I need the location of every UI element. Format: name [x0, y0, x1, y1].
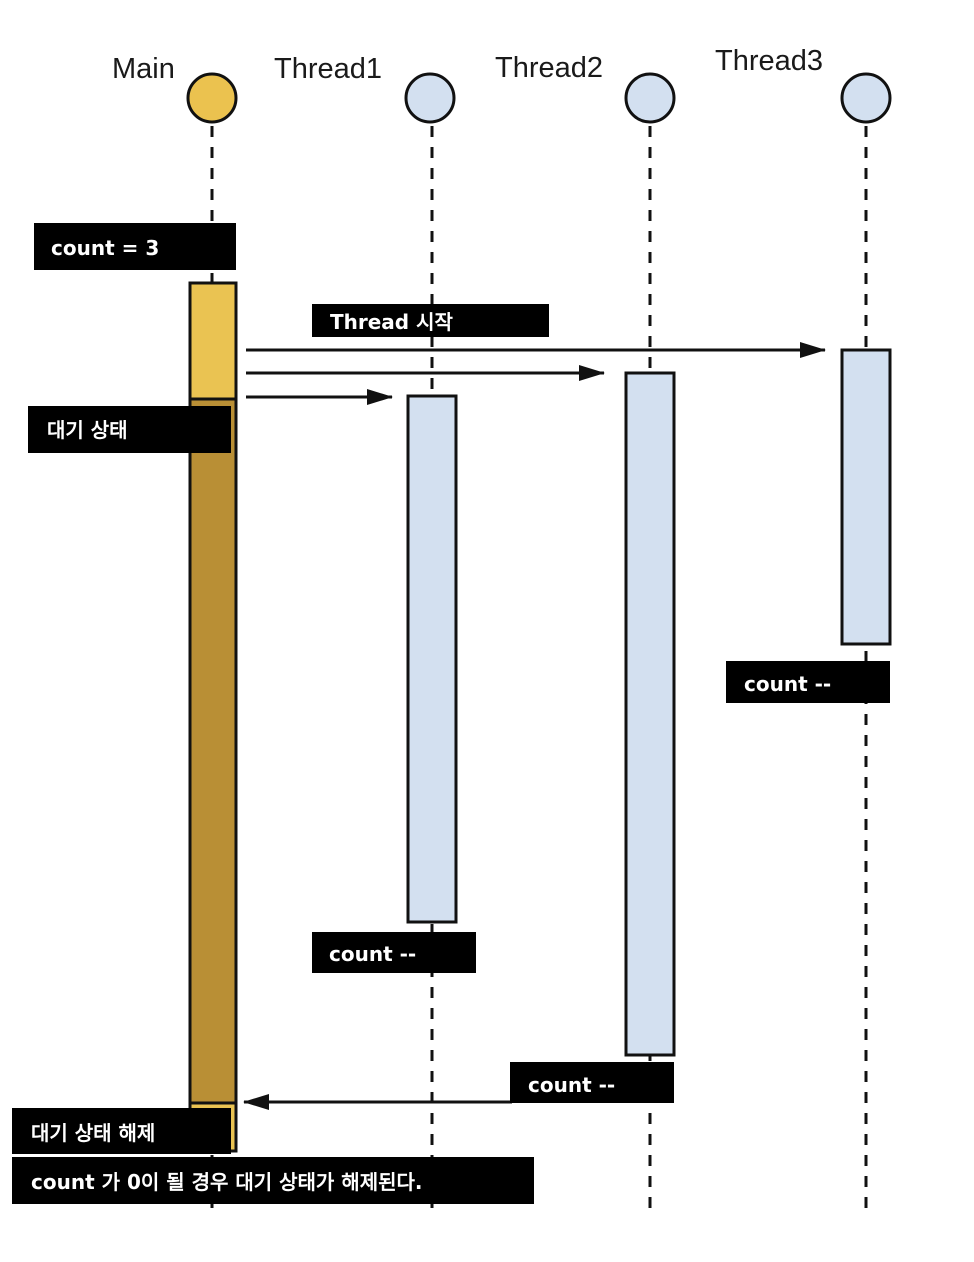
thread-start-note-text: Thread 시작: [330, 310, 453, 334]
thread3-decrement-note-box: [726, 661, 890, 703]
thread1-participant-label: Thread1: [274, 53, 382, 85]
thread-start-note: Thread 시작: [312, 304, 549, 337]
main-activation-waiting: [188, 397, 238, 1105]
count-init-note-box: [34, 223, 236, 270]
waiting-note-box: [28, 406, 231, 453]
thread2-participant-head: [624, 72, 676, 124]
waiting-note: 대기 상태: [28, 406, 231, 453]
thread1-decrement-note-box: [312, 932, 476, 973]
thread3-participant-head: [840, 72, 892, 124]
thread2-participant-label: Thread2: [495, 52, 603, 84]
thread3-participant-label: Thread3: [715, 45, 823, 77]
thread2-decrement-note-box: [510, 1062, 674, 1103]
explanation-note-text: count 가 0이 될 경우 대기 상태가 해제된다.: [31, 1170, 423, 1194]
thread3-decrement-note-text: count --: [744, 672, 831, 696]
thread1-participant-head: [404, 72, 456, 124]
thread1-activation: [406, 394, 458, 924]
thread-start-note-box: [312, 304, 549, 337]
waiting-released-note: 대기 상태 해제: [12, 1108, 231, 1154]
explanation-note-box: [12, 1157, 534, 1204]
waiting-released-note-text: 대기 상태 해제: [31, 1121, 155, 1145]
count-init-note-text: count = 3: [51, 236, 159, 260]
count-init-note: count = 3: [34, 223, 236, 270]
thread3-activation: [840, 348, 892, 646]
main-participant-head: [186, 72, 238, 124]
waiting-note-text: 대기 상태: [47, 418, 128, 442]
thread2-decrement-note-text: count --: [528, 1073, 615, 1097]
thread2-activation: [624, 371, 676, 1057]
main-activation-running: [188, 281, 238, 401]
thread3-decrement-note: count --: [726, 661, 890, 703]
thread2-decrement-note: count --: [510, 1062, 674, 1103]
thread1-decrement-note-text: count --: [329, 942, 416, 966]
waiting-released-note-box: [12, 1108, 231, 1154]
explanation-note: count 가 0이 될 경우 대기 상태가 해제된다.: [12, 1157, 534, 1204]
thread1-decrement-note: count --: [312, 932, 476, 973]
main-participant-label: Main: [112, 53, 175, 85]
